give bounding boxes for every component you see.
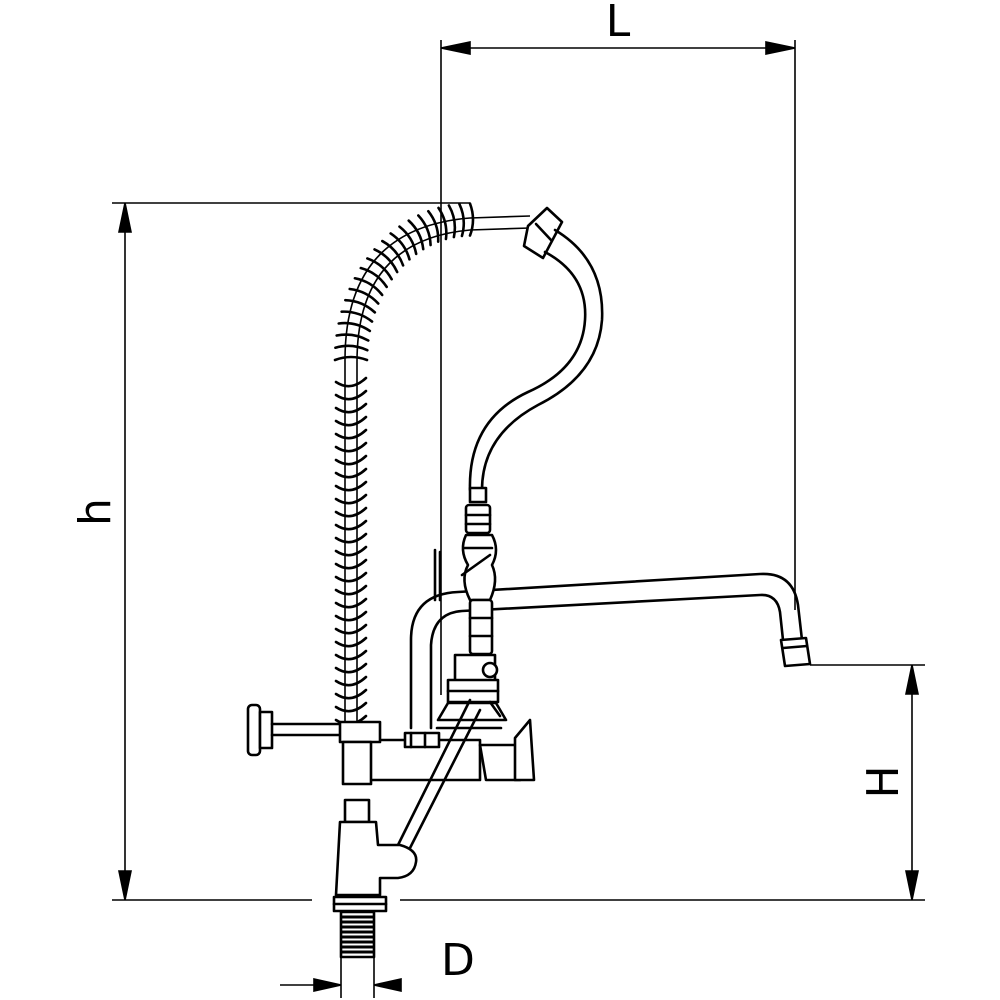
swing-nut <box>403 731 441 749</box>
column-stem <box>341 740 373 786</box>
dimension-H-label: H <box>858 765 909 798</box>
dimension-L-arrow-right <box>765 41 796 55</box>
dimension-h-label: h <box>70 498 121 526</box>
coil-spring <box>333 202 475 726</box>
hose-nut <box>464 503 492 535</box>
dimension-D-arrow-right <box>373 978 402 992</box>
mixer-lever-base <box>436 701 508 722</box>
dimension-L-arrow-left <box>440 41 471 55</box>
spout-aerator <box>779 636 812 668</box>
threaded-connector <box>339 910 376 959</box>
dimension-H-arrow-bottom <box>905 870 919 901</box>
dimension-h-arrow-top <box>118 202 132 233</box>
dimension-H: H <box>810 664 925 901</box>
spray-valve-body <box>461 533 498 602</box>
column-connector <box>338 720 382 744</box>
dimension-H-arrow-top <box>905 664 919 695</box>
hose-fitting <box>468 486 488 504</box>
dimension-h: h <box>70 202 925 901</box>
dimension-D: D <box>280 935 475 998</box>
spray-handle <box>468 598 494 656</box>
column-nut <box>343 798 371 824</box>
left-valve-wheel <box>246 703 262 757</box>
left-valve-hub <box>258 710 274 750</box>
pre-rinse-column <box>333 202 564 726</box>
right-valve-handle <box>513 718 536 782</box>
dimension-D-label: D <box>441 935 475 986</box>
dimension-h-arrow-bottom <box>118 870 132 901</box>
swing-spout <box>409 572 812 730</box>
spray-trigger <box>460 553 492 577</box>
dimension-L-label: L <box>606 0 631 47</box>
lower-valve-body <box>334 820 418 897</box>
dimension-D-arrow-left <box>313 978 342 992</box>
wall-mixer <box>246 653 536 959</box>
spray-hose <box>433 228 604 656</box>
